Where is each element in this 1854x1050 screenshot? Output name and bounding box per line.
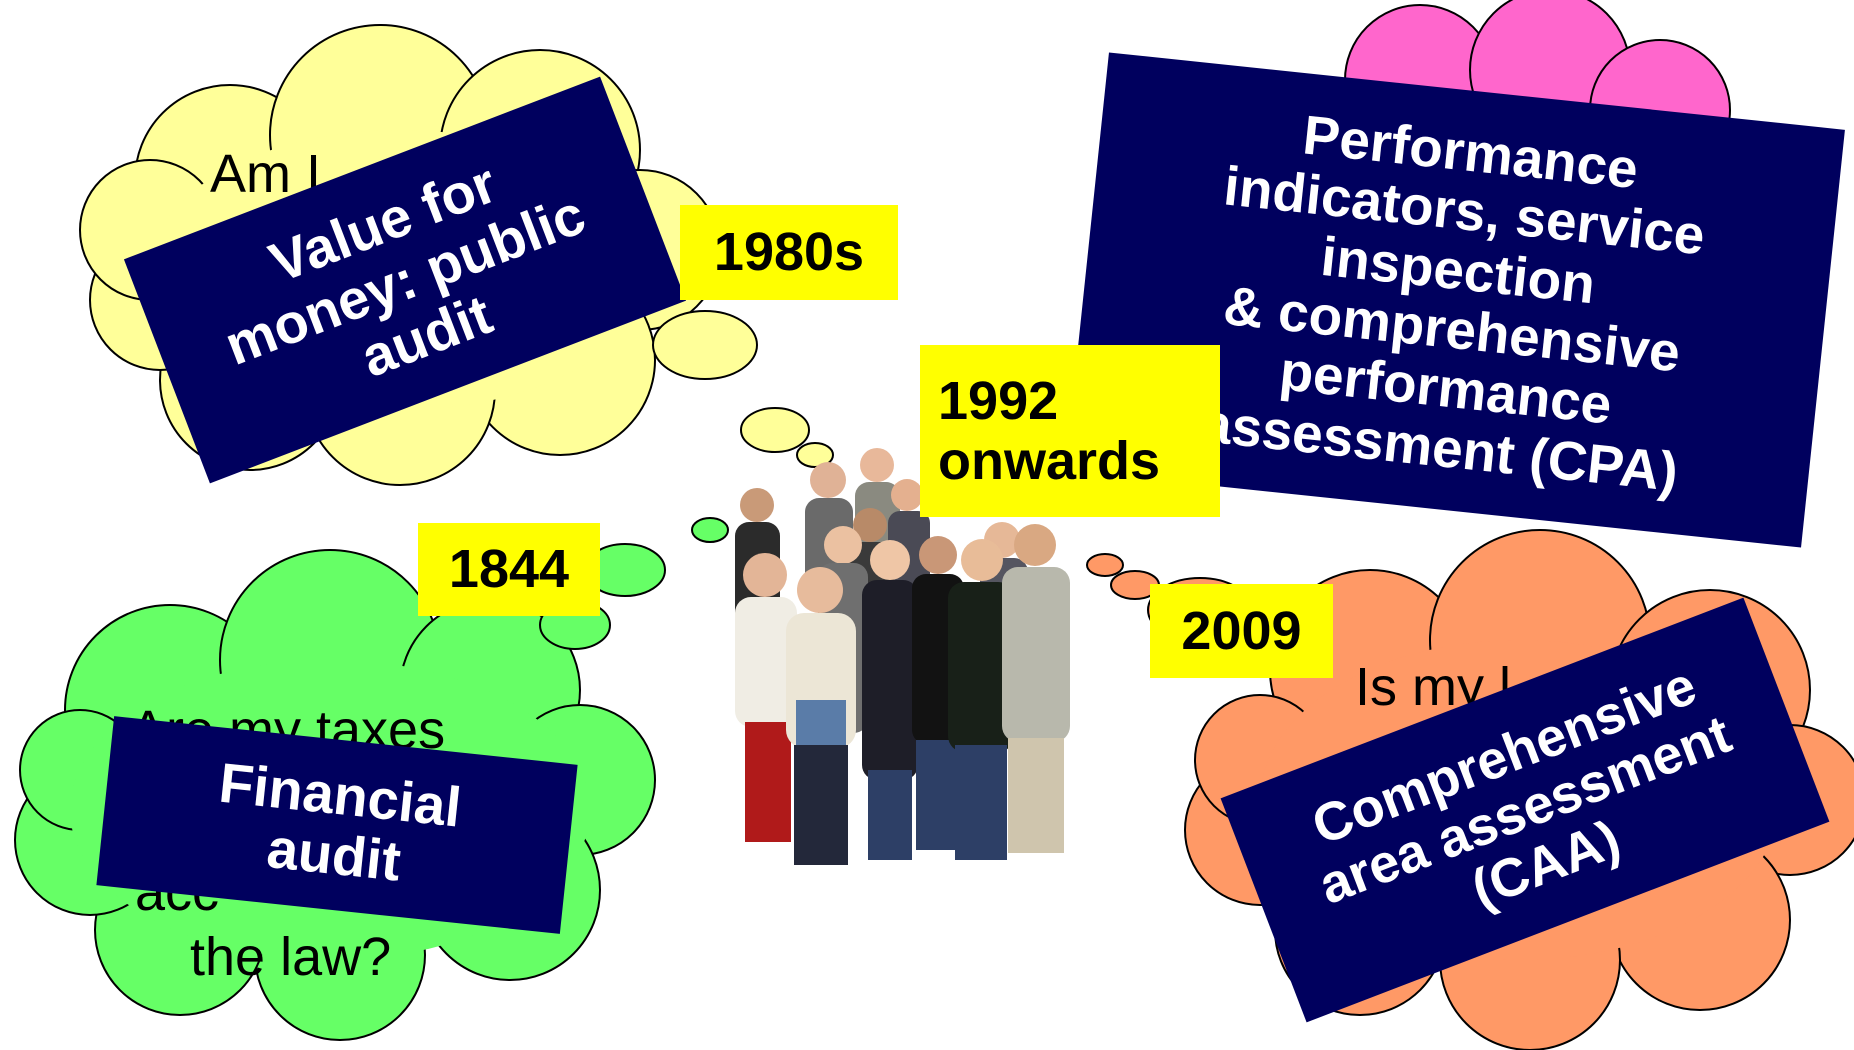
person <box>1002 524 1070 853</box>
year-label-1844: 1844 <box>418 523 600 616</box>
financial-audit-label: Financial audit <box>216 750 465 893</box>
person <box>786 567 856 865</box>
person <box>948 539 1014 860</box>
year-label-1992-onwards: 1992 onwards <box>920 345 1220 517</box>
green-cloud-question-bottom: the law? <box>190 927 391 987</box>
group-of-people-photo <box>735 448 1070 865</box>
person <box>735 553 797 842</box>
year-label-1980s: 1980s <box>680 205 898 300</box>
person <box>862 540 918 860</box>
year-label-2009: 2009 <box>1150 584 1333 678</box>
performance-indicators-label: Performance indicators, service inspecti… <box>1198 103 1708 503</box>
